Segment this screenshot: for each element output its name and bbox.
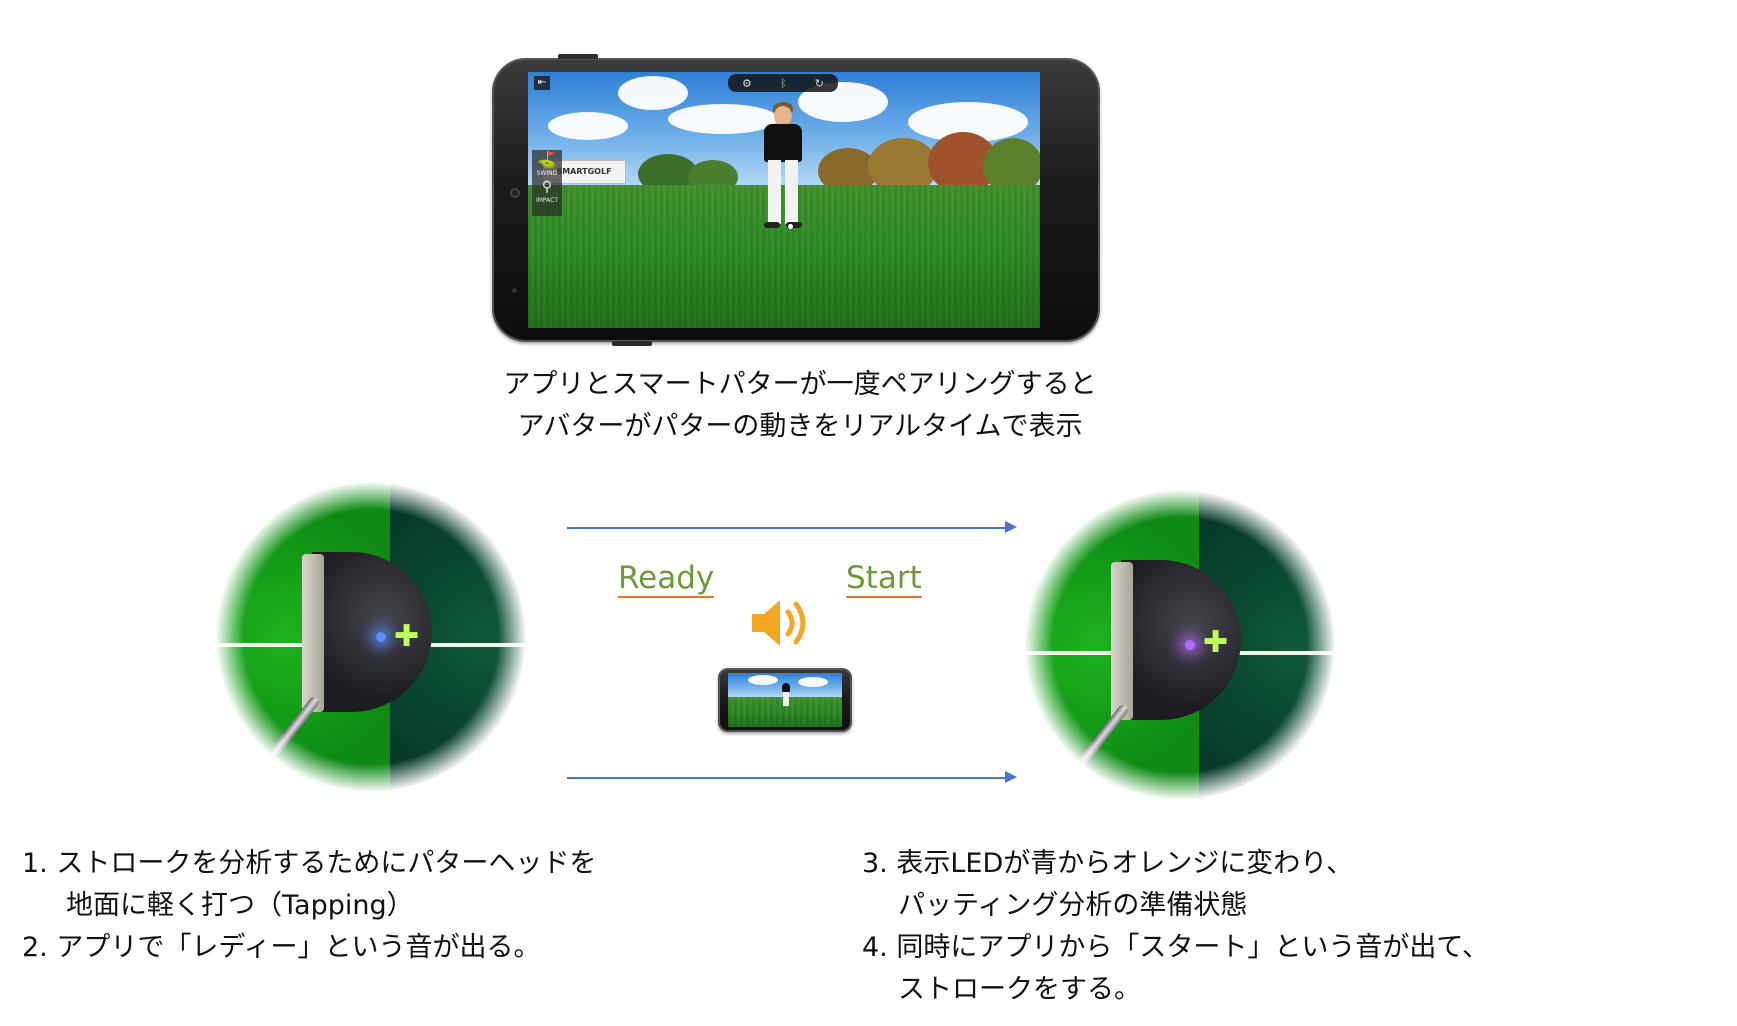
- refresh-icon[interactable]: ↻: [814, 76, 824, 90]
- led-cross-icon: ✚: [1203, 625, 1229, 660]
- step-3-line-2: パッティング分析の準備状態: [898, 890, 1248, 921]
- phone-sensor: [512, 288, 517, 293]
- putter-photo-blue-led: ✚: [216, 482, 526, 792]
- golfer-leg-left: [768, 160, 781, 224]
- cloud: [548, 112, 628, 140]
- putter-face: [1111, 562, 1133, 720]
- golfer-shoe: [786, 222, 802, 228]
- bluetooth-icon[interactable]: ᛒ: [780, 76, 787, 90]
- blue-led-icon: [376, 632, 386, 642]
- top-arrow-line: [567, 527, 1007, 529]
- cloud: [798, 677, 828, 687]
- instructions-right: 3. 表示LEDが青からオレンジに変わり、 パッティング分析の準備状態 4. 同…: [862, 843, 1489, 1011]
- start-underline: [846, 596, 922, 598]
- top-arrow-head: [1005, 521, 1017, 533]
- fairway: [528, 184, 1040, 328]
- ready-label: Ready: [618, 560, 715, 596]
- golfer-shirt: [764, 124, 802, 162]
- cloud: [748, 675, 778, 685]
- purple-led-icon: [1185, 640, 1195, 650]
- step-1-line-1: 1. ストロークを分析するためにパターヘッドを: [22, 848, 597, 879]
- mode-side-panel: ⛳ SWING ⚲ IMPACT: [532, 150, 562, 216]
- cloud: [668, 104, 778, 134]
- golf-ball: [788, 224, 793, 229]
- golf-app-screen: SMARTGOLF ⚙ ᛒ ↻ ⇤ ⛳ SWING ⚲ IMPACT: [528, 72, 1040, 328]
- golfer-head: [774, 106, 792, 126]
- step-3-line-1: 3. 表示LEDが青からオレンジに変わり、: [862, 848, 1354, 879]
- impact-label: IMPACT: [535, 197, 559, 204]
- hud-toolbar: ⚙ ᛒ ↻: [728, 74, 838, 92]
- swing-label: SWING: [536, 170, 558, 177]
- golf-app-screen-small: [728, 673, 842, 727]
- golfer-leg-right: [785, 160, 798, 224]
- instructions-left: 1. ストロークを分析するためにパターヘッドを 地面に軽く打つ（Tapping）…: [22, 843, 596, 969]
- swing-icon[interactable]: ⛳: [537, 150, 557, 169]
- led-cross-icon: ✚: [394, 619, 420, 654]
- pairing-caption: アプリとスマートパターが一度ペアリングすると アバターがパターの動きをリアルタイ…: [350, 364, 1250, 448]
- caption-line-1: アプリとスマートパターが一度ペアリングすると: [503, 369, 1097, 400]
- front-camera-icon: [510, 188, 520, 198]
- phone-big: SMARTGOLF ⚙ ᛒ ↻ ⇤ ⛳ SWING ⚲ IMPACT: [492, 54, 1100, 346]
- ready-underline: [618, 596, 714, 598]
- phone-power-button: [612, 341, 652, 346]
- step-2: 2. アプリで「レディー」という音が出る。: [22, 932, 541, 963]
- putter-face: [302, 554, 324, 712]
- golfer-shirt: [782, 683, 790, 692]
- step-4-line-2: ストロークをする。: [898, 974, 1141, 1005]
- phone-volume-button: [558, 54, 598, 59]
- golfer-shoe: [764, 222, 780, 228]
- cloud: [618, 76, 688, 110]
- golfer-legs: [783, 692, 789, 706]
- speaker-icon: [752, 600, 806, 646]
- putter-photo-orange-led: ✚: [1025, 490, 1335, 800]
- caption-line-2: アバターがパターの動きをリアルタイムで表示: [517, 411, 1083, 442]
- phone-small: [718, 668, 852, 732]
- impact-icon[interactable]: ⚲: [541, 179, 553, 195]
- step-4-line-1: 4. 同時にアプリから「スタート」という音が出て、: [862, 932, 1489, 963]
- start-label: Start: [846, 560, 922, 596]
- step-1-line-2: 地面に軽く打つ（Tapping）: [66, 890, 414, 921]
- exit-icon[interactable]: ⇤: [534, 76, 550, 90]
- bottom-arrow-line: [567, 777, 1007, 779]
- bottom-arrow-head: [1005, 771, 1017, 783]
- settings-icon[interactable]: ⚙: [742, 76, 752, 90]
